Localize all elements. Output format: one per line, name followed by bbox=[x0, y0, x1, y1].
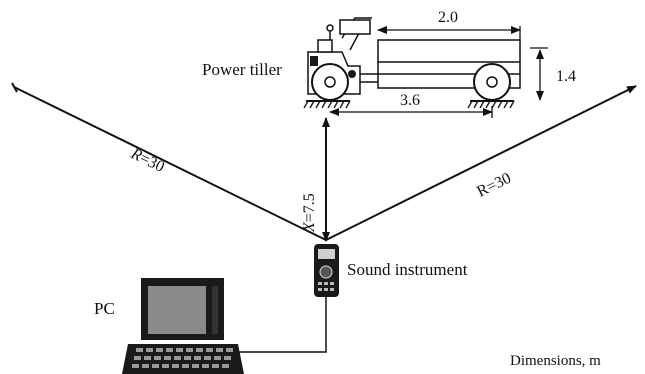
dimension-height-side bbox=[530, 47, 548, 101]
power-tiller-drawing bbox=[307, 17, 521, 101]
dimension-wheelbase bbox=[329, 106, 493, 118]
distance-x-label: X=7.5 bbox=[301, 193, 318, 233]
radius-right-line bbox=[325, 85, 637, 241]
pc-label: PC bbox=[94, 299, 115, 318]
radius-left-value: =30 bbox=[137, 150, 167, 176]
instrument-cable bbox=[232, 297, 327, 353]
radius-left-label: R=30 bbox=[127, 145, 167, 176]
dimensions-note: Dimensions, m bbox=[510, 353, 601, 369]
pc-laptop-icon bbox=[122, 278, 244, 374]
sound-instrument-device bbox=[314, 244, 339, 297]
distance-x-prefix: X bbox=[301, 221, 318, 233]
distance-x-value: =7.5 bbox=[301, 193, 318, 222]
power-tiller-label: Power tiller bbox=[202, 60, 282, 79]
ground-hatch bbox=[303, 100, 515, 109]
radius-left-line bbox=[11, 82, 327, 241]
height-side-label: 1.4 bbox=[556, 68, 576, 85]
sound-instrument-label: Sound instrument bbox=[347, 260, 468, 279]
radius-right-label: R=30 bbox=[474, 170, 514, 201]
wheelbase-label: 3.6 bbox=[400, 92, 420, 109]
length-top-label: 2.0 bbox=[438, 9, 458, 26]
dimension-length-top bbox=[377, 26, 521, 40]
